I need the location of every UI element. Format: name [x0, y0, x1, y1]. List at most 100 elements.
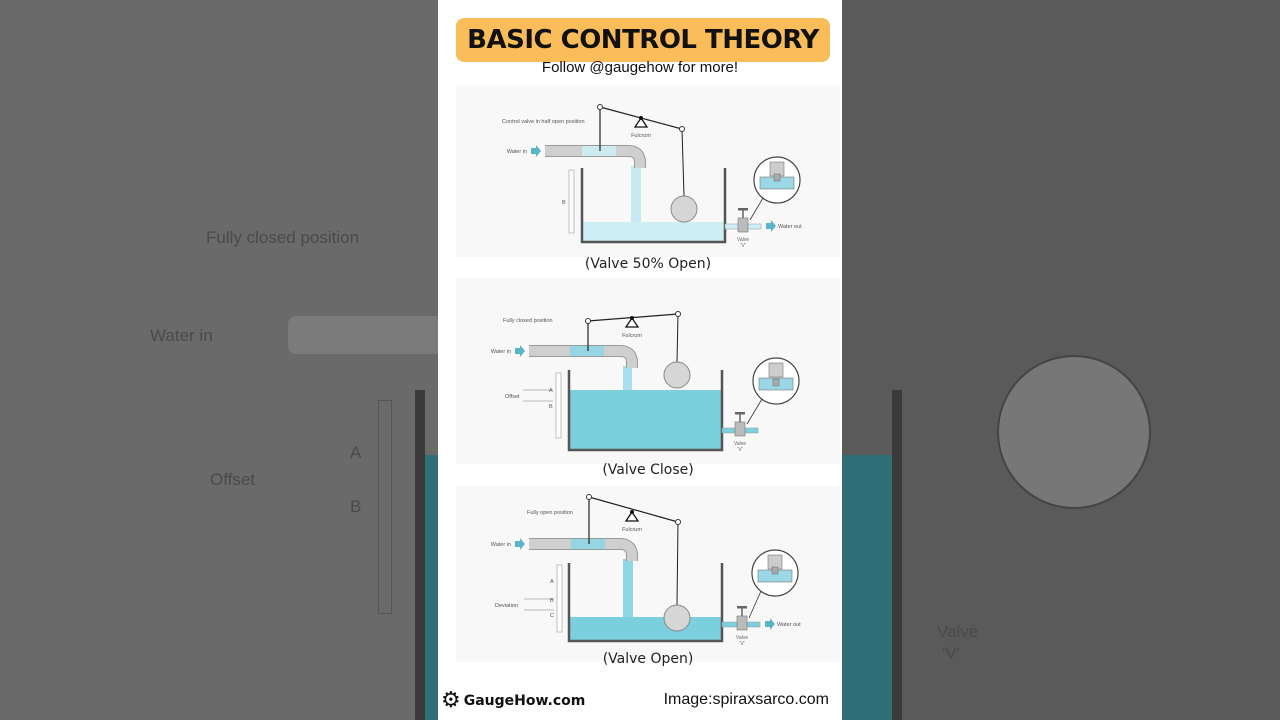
- control-valve-section: [582, 146, 616, 156]
- bg-label: A: [350, 443, 362, 462]
- valve-label: Valve: [734, 441, 746, 447]
- blurred-background-left: Fully closed position Water in Offset A …: [0, 0, 438, 720]
- float-rod: [681, 128, 685, 197]
- tank-water: [569, 617, 722, 641]
- inlet-pipe: [545, 146, 645, 168]
- water-flow: [623, 366, 632, 390]
- bg-tank-wall: [892, 390, 902, 720]
- position-label: Fully open position: [527, 510, 573, 516]
- valve-label: Valve: [736, 635, 748, 641]
- bg-pipe: [288, 316, 438, 354]
- follow-subtitle: Follow @gaugehow for more!: [541, 59, 739, 76]
- valve-handwheel: [735, 412, 745, 415]
- float-rod: [676, 521, 679, 606]
- valve-plug-detail: [772, 378, 780, 387]
- water-flow: [631, 166, 641, 222]
- logo-text: GaugeHow.com: [463, 693, 586, 709]
- magnifier-pointer: [746, 398, 763, 425]
- bg-water: [425, 455, 438, 720]
- valve-plug-detail: [771, 566, 779, 575]
- level-scale: [568, 169, 575, 234]
- diagram-valve-half-open: Fulcrum Control valve in half open positi…: [456, 85, 840, 257]
- position-label: Fully closed position: [503, 318, 553, 324]
- water-out-label: Water out: [778, 224, 802, 230]
- blurred-background-right: Valve 'V': [842, 0, 1280, 720]
- level-scale: [556, 564, 563, 633]
- fulcrum-label: Fulcrum: [622, 333, 642, 339]
- caption: (Valve Close): [602, 462, 694, 478]
- bg-label: Offset: [210, 470, 256, 489]
- valve-id: 'V': [737, 447, 742, 453]
- water-in-label: Water in: [507, 149, 527, 155]
- position-label: Control valve in half open position: [502, 119, 585, 125]
- bg-magnifier: [997, 355, 1151, 509]
- fulcrum-icon: [633, 116, 649, 128]
- magnifier-pointer: [748, 590, 762, 619]
- magnifier-pointer: [749, 197, 764, 221]
- caption: (Valve Open): [602, 651, 694, 667]
- tank-water: [582, 222, 725, 242]
- water-flow: [623, 559, 633, 617]
- scale-label: C: [550, 613, 554, 619]
- pivot-joint: [675, 519, 681, 525]
- lever-arm: [588, 496, 679, 523]
- fulcrum-pivot: [630, 316, 634, 320]
- gear-logo-icon: ⚙: [441, 688, 461, 713]
- inlet-pipe: [529, 346, 637, 368]
- water-out-label: Water out: [777, 622, 801, 628]
- arrow-right-icon: [531, 145, 541, 157]
- valve-label: Valve: [737, 237, 749, 243]
- fulcrum-label: Fulcrum: [622, 527, 642, 533]
- pivot-joint: [675, 311, 681, 317]
- float-ball: [663, 604, 691, 632]
- bg-water: [842, 455, 892, 720]
- arrow-right-icon: [765, 618, 775, 630]
- bg-label: Valve: [937, 622, 979, 641]
- fulcrum-pivot: [639, 116, 643, 120]
- bg-tank-wall: [415, 390, 425, 720]
- control-valve-section: [571, 539, 605, 549]
- float-rod: [676, 313, 679, 363]
- bg-label: Water in: [150, 326, 213, 345]
- outlet-valve: [737, 217, 749, 233]
- bg-scale: [378, 400, 392, 614]
- bg-label: 'V': [942, 644, 960, 663]
- arrow-right-icon: [766, 220, 776, 232]
- pivot-joint: [597, 104, 603, 110]
- scale-label: B: [549, 404, 553, 410]
- outlet-valve: [734, 421, 746, 437]
- inlet-pipe: [529, 539, 637, 561]
- page-title: BASIC CONTROL THEORY: [456, 18, 830, 62]
- valve-id: 'V': [739, 641, 744, 647]
- scale-label: A: [549, 388, 553, 394]
- fulcrum-icon: [624, 316, 640, 328]
- fulcrum-label: Fulcrum: [631, 133, 651, 139]
- side-label: Offset: [505, 394, 520, 400]
- valve-handwheel: [737, 606, 747, 609]
- pivot-joint: [586, 494, 592, 500]
- scale-label: B: [562, 200, 566, 206]
- bg-label: B: [350, 497, 362, 516]
- tank: [567, 563, 724, 643]
- image-credit: Image:spiraxsarco.com: [663, 691, 829, 708]
- fulcrum-icon: [624, 510, 640, 522]
- tank-water: [569, 390, 722, 450]
- scale-label: A: [550, 579, 554, 585]
- water-in-label: Water in: [491, 349, 511, 355]
- short-video-panel: BASIC CONTROL THEORY Follow @gaugehow fo…: [438, 0, 842, 720]
- outlet-valve: [736, 615, 748, 631]
- control-valve-section: [570, 346, 604, 356]
- pivot-joint: [585, 318, 591, 324]
- tank: [567, 370, 724, 452]
- scale-label: B: [550, 598, 554, 604]
- water-in-label: Water in: [491, 542, 511, 548]
- arrow-right-icon: [515, 538, 525, 550]
- valve-handwheel: [738, 208, 748, 211]
- diagram-svg: Fulcrum Control valve in half open positi…: [502, 104, 802, 249]
- valve-plug-detail: [773, 173, 781, 182]
- fulcrum-pivot: [630, 510, 634, 514]
- caption: (Valve 50% Open): [584, 256, 712, 272]
